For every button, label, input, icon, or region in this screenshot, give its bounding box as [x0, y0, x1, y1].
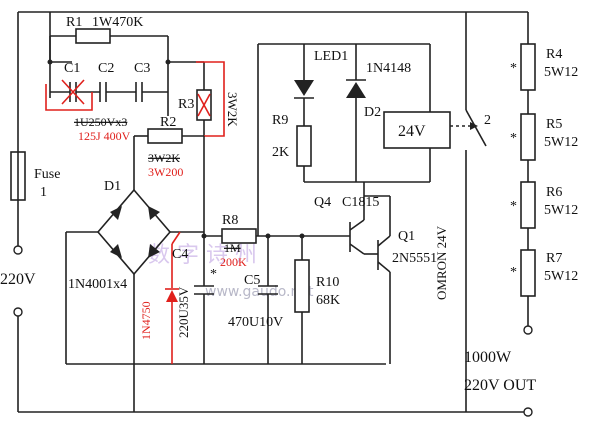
c5-value: 470U10V: [228, 315, 283, 330]
r5-value: 5W12: [544, 135, 578, 150]
resistor-r2-branch: [133, 128, 204, 190]
zener-diode: [165, 231, 181, 364]
c123-value-old: 1U250Vx3: [74, 115, 127, 129]
bridge-value: 1N4001x4: [68, 277, 127, 292]
c3-label: C3: [134, 61, 150, 76]
c2-label: C2: [98, 61, 114, 76]
r7-label: R7: [546, 251, 562, 266]
c4-label: C4: [172, 247, 188, 262]
resistor-r1: [75, 28, 111, 44]
r8-label: R8: [222, 213, 238, 228]
modification-marks: [45, 61, 225, 137]
relay-contact: [450, 12, 487, 412]
r1-label: R1: [66, 15, 82, 30]
bridge-rectifier: [65, 188, 204, 412]
output-power-label: 1000W: [464, 349, 512, 366]
relay-contact-number: 2: [484, 113, 491, 128]
zener-value: 1N4750: [139, 301, 153, 340]
relay-voltage: 24V: [398, 123, 426, 140]
r6-star: *: [510, 199, 517, 214]
q1-value: 2N5551: [392, 251, 437, 266]
d2-label: D2: [364, 105, 381, 120]
fuse-number: 1: [40, 185, 47, 200]
output-terminal-top: [523, 325, 533, 335]
watermark-chinese: 数 字 诗 州: [148, 243, 257, 268]
resistor-r4: [520, 43, 536, 91]
r6-label: R6: [546, 185, 562, 200]
input-terminal-top: [13, 245, 23, 255]
resistor-r5: [520, 113, 536, 161]
c4-plus: *: [210, 267, 217, 282]
input-terminal-bottom: [13, 307, 23, 317]
r7-star: *: [510, 265, 517, 280]
q1-label: Q1: [398, 229, 415, 244]
d1-label: D1: [104, 179, 121, 194]
resistor-r6: [520, 181, 536, 229]
r4-value: 5W12: [544, 65, 578, 80]
r9-value: 2K: [272, 145, 289, 160]
c1-label: C1: [64, 61, 80, 76]
r10-value: 68K: [316, 293, 340, 308]
top-rail: [17, 11, 528, 250]
r8-value-old: 1M: [224, 241, 241, 255]
r2-value-new: 3W200: [148, 165, 183, 179]
r7-value: 5W12: [544, 269, 578, 284]
load-resistors: [520, 12, 536, 326]
r4-star: *: [510, 61, 517, 76]
output-voltage-label: 220V OUT: [464, 377, 536, 394]
transistor-pair: [349, 195, 391, 364]
r8-value-new: 200K: [220, 255, 247, 269]
c5-label: C5: [244, 273, 260, 288]
resistor-r9: [296, 125, 312, 167]
r6-value: 5W12: [544, 203, 578, 218]
r3-label: R3: [178, 97, 194, 112]
output-terminal-bottom: [523, 407, 533, 417]
r10-label: R10: [316, 275, 339, 290]
relay-coil: [383, 111, 451, 149]
relay-brand: OMRON 24V: [434, 225, 449, 300]
led1-label: LED1: [314, 49, 348, 64]
r5-star: *: [510, 131, 517, 146]
resistor-r2: [147, 128, 183, 144]
r2-value-old: 3W2K: [148, 151, 180, 165]
resistor-r7: [520, 249, 536, 297]
r4-label: R4: [546, 47, 562, 62]
resistor-r10: [294, 233, 310, 364]
capacitor-c4: [194, 136, 214, 364]
r9-label: R9: [272, 113, 288, 128]
fuse-label: Fuse: [34, 167, 60, 182]
q4-value: C1815: [342, 195, 379, 210]
c4-value: 220U35V: [176, 286, 191, 338]
capacitor-c5: [258, 233, 278, 364]
c123-value-new: 125J 400V: [78, 129, 131, 143]
r3-value: 3W2K: [225, 92, 240, 127]
r2-label: R2: [160, 115, 176, 130]
q4-label: Q4: [314, 195, 331, 210]
watermark-url: www.gaudo.net: [205, 284, 314, 300]
r1-value: 1W470K: [92, 15, 143, 30]
led-relay-section: [257, 43, 451, 236]
r5-label: R5: [546, 117, 562, 132]
input-voltage-label: 220V: [0, 271, 36, 288]
fuse: [10, 151, 26, 201]
d2-value: 1N4148: [366, 61, 411, 76]
